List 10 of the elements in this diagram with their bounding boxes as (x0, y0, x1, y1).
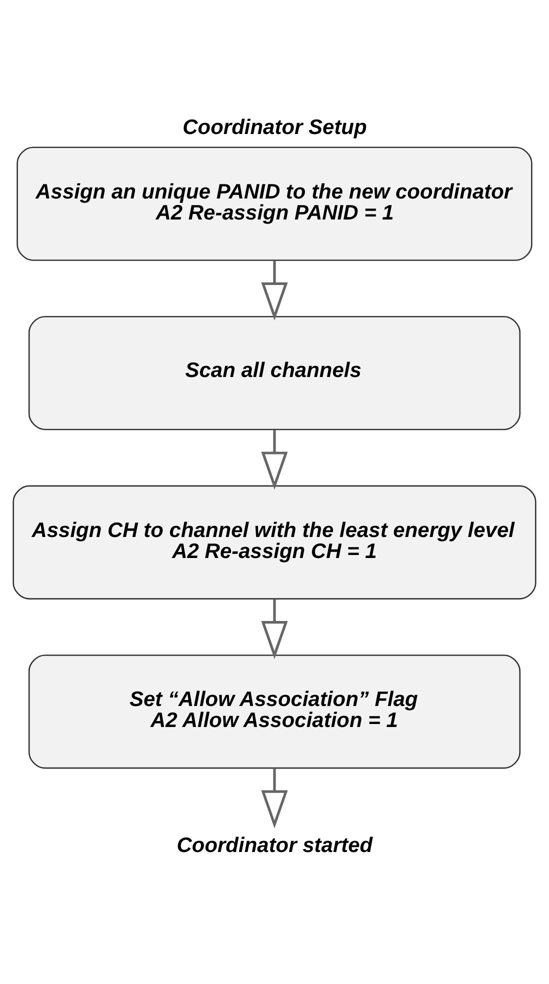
arrow (261, 260, 288, 320)
arrow (261, 598, 288, 659)
node-box: Set “Allow Association” Flag A2 Allow Association = 1 (28, 654, 521, 768)
node-box: Scan all channels (28, 316, 521, 430)
node-box: Assign an unique PANID to the new coordinator A2 Re-assign PANID = 1 (16, 146, 532, 260)
arrow (261, 768, 288, 828)
diagram-title: Coordinator Setup (182, 115, 367, 138)
arrow (261, 429, 288, 490)
node-box: Assign CH to channel with the least energy level A2 Re-assign CH = 1 (12, 484, 536, 599)
node-text: Coordinator started (176, 833, 373, 856)
